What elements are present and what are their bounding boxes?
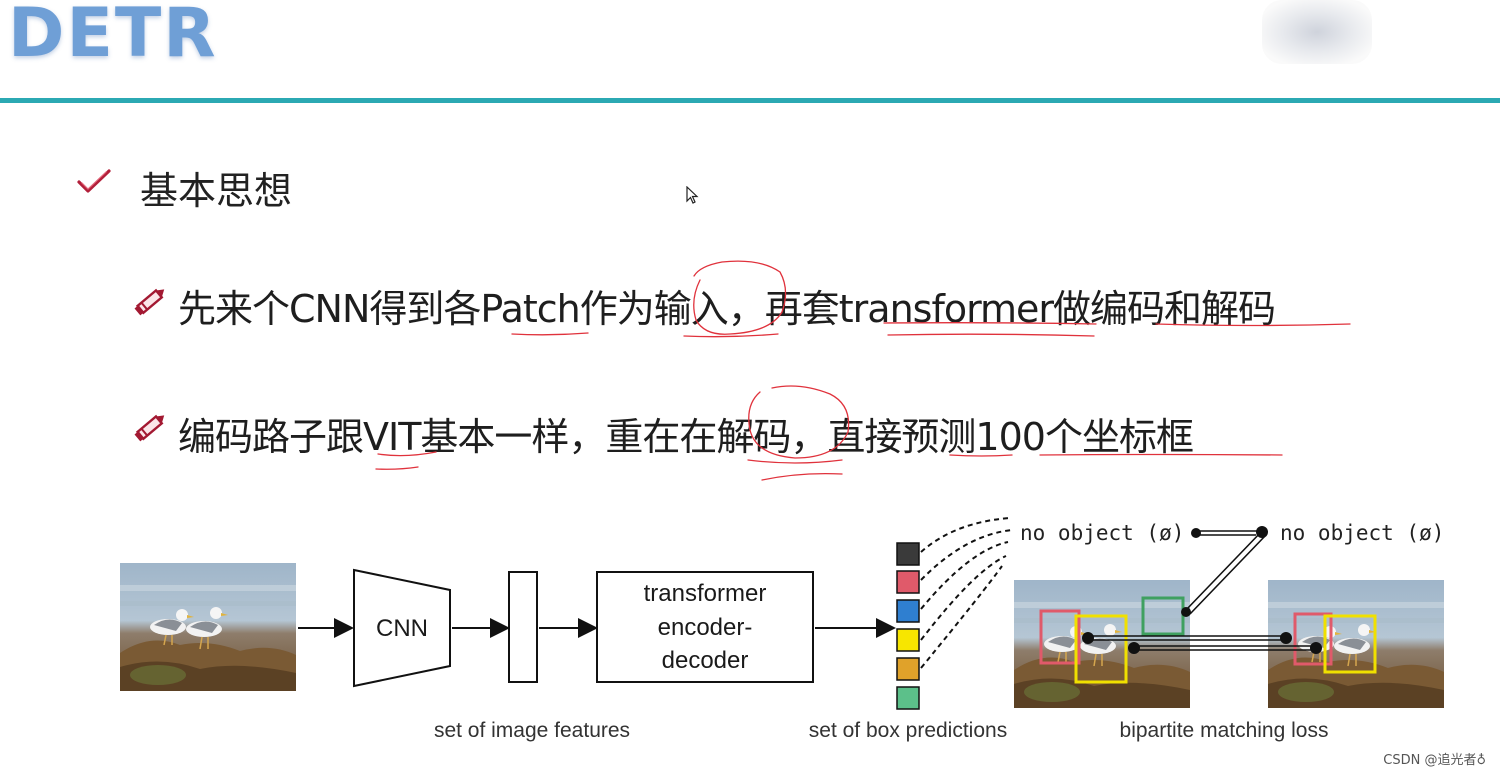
left-yellow-box [1074, 614, 1128, 684]
transformer-label-line-1: transformer [644, 580, 767, 607]
feature-block [508, 571, 538, 683]
prediction-red [896, 570, 920, 594]
no-object-label-left: no object (ø) [1020, 521, 1184, 545]
prediction-blue [896, 599, 920, 623]
caption-box-predictions: set of box predictions [809, 719, 1007, 742]
prediction-yellow [896, 628, 920, 652]
transformer-block [596, 571, 814, 683]
section-heading: 基本思想 [140, 169, 293, 213]
watermark: CSDN @追光者♁ [1383, 753, 1486, 768]
dashed-connectors [920, 517, 1013, 669]
prediction-black [896, 542, 920, 566]
slide-title: DETR [8, 0, 218, 73]
cnn-block [353, 568, 451, 688]
left-red-box [1039, 609, 1081, 665]
blurred-region [1262, 0, 1372, 64]
transformer-label-line-2: encoder- [658, 614, 753, 641]
right-red-box [1293, 612, 1333, 666]
title-divider [0, 98, 1500, 103]
matching-dots [1082, 526, 1322, 654]
pencil-icon [134, 288, 165, 316]
prediction-green [896, 686, 920, 710]
matching-lines [1088, 530, 1316, 651]
checkmark-icon [77, 169, 111, 193]
transformer-label-line-3: decoder [662, 647, 749, 674]
input-image [119, 562, 297, 692]
box-predictions [896, 542, 920, 710]
caption-matching-loss: bipartite matching loss [1120, 719, 1329, 742]
mouse-cursor-icon [686, 186, 699, 204]
caption-image-features: set of image features [434, 719, 630, 742]
pencil-icon [134, 414, 165, 442]
cnn-label: CNN [376, 615, 428, 642]
bullet-text-2: 编码路子跟VIT基本一样，重在在解码，直接预测100个坐标框 [178, 415, 1194, 459]
right-yellow-box [1323, 614, 1377, 674]
no-object-label-right: no object (ø) [1280, 521, 1444, 545]
prediction-orange [896, 657, 920, 681]
